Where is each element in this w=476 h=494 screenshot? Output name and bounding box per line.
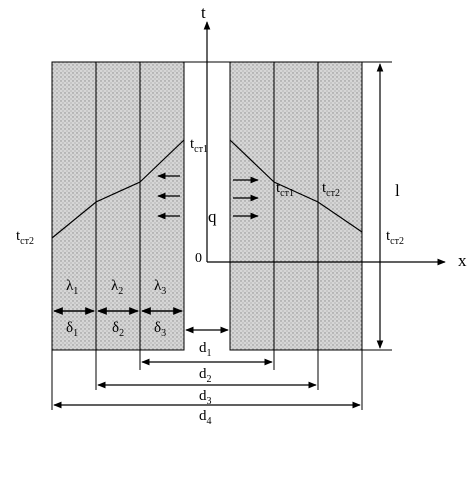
heat-flux-label: q [208,207,217,226]
x-axis-label: x [458,251,467,270]
t-left-outer-label: tст2 [16,228,34,247]
d4-label: d4 [199,408,212,427]
origin-label: 0 [195,251,202,266]
height-label: l [395,181,400,200]
delta1-label: δ1 [66,320,78,339]
lambda2-label: λ2 [111,278,123,297]
lambda1-label: λ1 [66,278,78,297]
temperature-profile-left [51,139,185,239]
delta2-label: δ2 [112,320,124,339]
left-wall [51,61,185,351]
temperature-profile-right [229,139,363,233]
right-wall [229,61,363,351]
d3-label: d3 [199,388,212,407]
d2-label: d2 [199,366,212,385]
t-right-inner-label: tст1 [276,180,294,199]
t-right-mid-label: tст2 [322,180,340,199]
delta3-label: δ3 [154,320,166,339]
d1-label: d1 [199,340,212,359]
t-right-outer-label: tст2 [386,228,404,247]
t-left-inner-label: tст1 [190,136,208,155]
t-axis-label: t [201,3,206,22]
lambda3-label: λ3 [154,278,166,297]
